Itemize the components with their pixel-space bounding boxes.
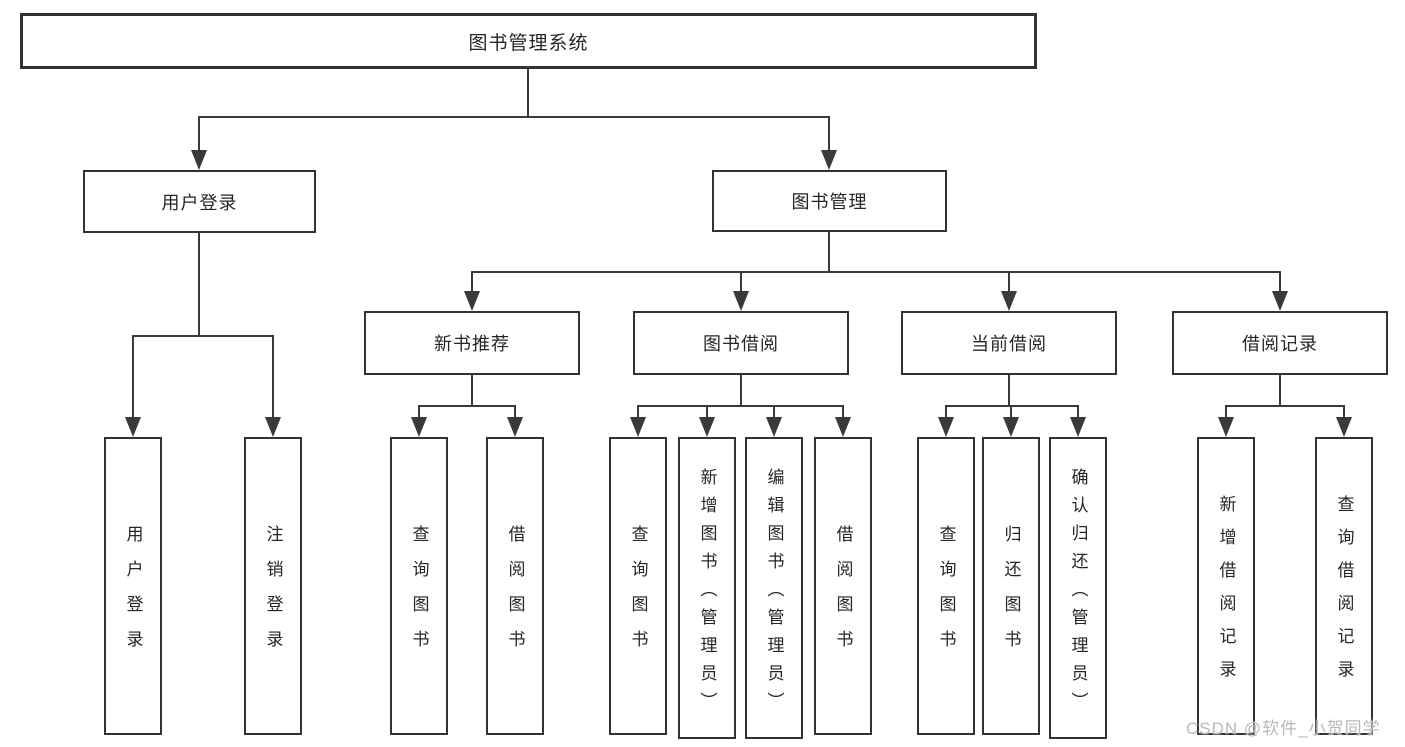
connector-line <box>198 116 830 118</box>
connector-line <box>773 405 775 419</box>
arrowhead-icon <box>1272 291 1288 311</box>
leaf-logout-label: 注销登录 <box>263 525 283 665</box>
arrowhead-icon <box>191 150 207 170</box>
connector-line <box>740 271 742 293</box>
connector-line <box>471 271 473 293</box>
leaf-current-query-book-label: 查询图书 <box>936 525 956 665</box>
arrowhead-icon <box>1001 291 1017 311</box>
connector-line <box>418 405 420 419</box>
arrowhead-icon <box>1218 417 1234 437</box>
leaf-query-borrow-record: 查询借阅记录 <box>1315 437 1373 735</box>
leaf-user-login-label: 用户登录 <box>123 525 143 665</box>
node-book-borrow: 图书借阅 <box>633 311 849 375</box>
connector-line <box>132 335 274 337</box>
connector-line <box>198 233 200 336</box>
leaf-return-book: 归还图书 <box>982 437 1040 735</box>
leaf-borrow-query-book-label: 查询图书 <box>628 525 648 665</box>
connector-line <box>1010 405 1012 419</box>
connector-line <box>740 375 742 406</box>
node-root-library-system: 图书管理系统 <box>20 13 1037 69</box>
leaf-confirm-return-admin: 确认归还（管理员） <box>1049 437 1107 739</box>
arrowhead-icon <box>125 417 141 437</box>
arrowhead-icon <box>507 417 523 437</box>
leaf-add-book-admin: 新增图书（管理员） <box>678 437 736 739</box>
leaf-recommend-query-book-label: 查询图书 <box>409 525 429 665</box>
leaf-recommend-borrow-book: 借阅图书 <box>486 437 544 735</box>
connector-line <box>945 405 947 419</box>
node-current-borrow: 当前借阅 <box>901 311 1117 375</box>
connector-line <box>637 405 844 407</box>
connector-line <box>1008 375 1010 406</box>
leaf-confirm-return-admin-label: 确认归还（管理员） <box>1068 467 1088 720</box>
leaf-edit-book-admin: 编辑图书（管理员） <box>745 437 803 739</box>
leaf-recommend-query-book: 查询图书 <box>390 437 448 735</box>
connector-line <box>272 335 274 419</box>
connector-line <box>1279 271 1281 293</box>
connector-line <box>527 69 529 117</box>
connector-line <box>945 405 1079 407</box>
connector-line <box>1279 375 1281 406</box>
arrowhead-icon <box>411 417 427 437</box>
leaf-recommend-borrow-book-label: 借阅图书 <box>505 525 525 665</box>
connector-line <box>418 405 516 407</box>
leaf-add-borrow-record: 新增借阅记录 <box>1197 437 1255 735</box>
connector-line <box>706 405 708 419</box>
leaf-edit-book-admin-label: 编辑图书（管理员） <box>764 467 784 720</box>
leaf-current-query-book: 查询图书 <box>917 437 975 735</box>
node-borrow-records: 借阅记录 <box>1172 311 1388 375</box>
connector-line <box>471 271 1281 273</box>
connector-line <box>1225 405 1227 419</box>
leaf-query-borrow-record-label: 查询借阅记录 <box>1334 495 1354 693</box>
connector-line <box>637 405 639 419</box>
leaf-borrow-query-book: 查询图书 <box>609 437 667 735</box>
leaf-borrow-book-label: 借阅图书 <box>833 525 853 665</box>
leaf-add-borrow-record-label: 新增借阅记录 <box>1216 495 1236 693</box>
arrowhead-icon <box>265 417 281 437</box>
connector-line <box>828 232 830 272</box>
connector-line <box>1343 405 1345 419</box>
connector-line <box>1077 405 1079 419</box>
arrowhead-icon <box>821 150 837 170</box>
arrowhead-icon <box>835 417 851 437</box>
csdn-watermark: CSDN @软件_小贺同学 <box>1186 719 1381 738</box>
node-new-book-recommend: 新书推荐 <box>364 311 580 375</box>
connector-line <box>132 335 134 419</box>
connector-line <box>471 375 473 406</box>
leaf-logout: 注销登录 <box>244 437 302 735</box>
arrowhead-icon <box>938 417 954 437</box>
arrowhead-icon <box>1070 417 1086 437</box>
connector-line <box>842 405 844 419</box>
arrowhead-icon <box>1003 417 1019 437</box>
connector-line <box>1225 405 1345 407</box>
connector-line <box>198 116 200 152</box>
connector-line <box>828 116 830 152</box>
arrowhead-icon <box>733 291 749 311</box>
leaf-user-login: 用户登录 <box>104 437 162 735</box>
arrowhead-icon <box>699 417 715 437</box>
leaf-borrow-book: 借阅图书 <box>814 437 872 735</box>
connector-line <box>514 405 516 419</box>
leaf-return-book-label: 归还图书 <box>1001 525 1021 665</box>
node-book-management: 图书管理 <box>712 170 947 232</box>
arrowhead-icon <box>630 417 646 437</box>
arrowhead-icon <box>1336 417 1352 437</box>
leaf-add-book-admin-label: 新增图书（管理员） <box>697 467 717 720</box>
arrowhead-icon <box>766 417 782 437</box>
connector-line <box>1008 271 1010 293</box>
arrowhead-icon <box>464 291 480 311</box>
node-user-login: 用户登录 <box>83 170 316 233</box>
